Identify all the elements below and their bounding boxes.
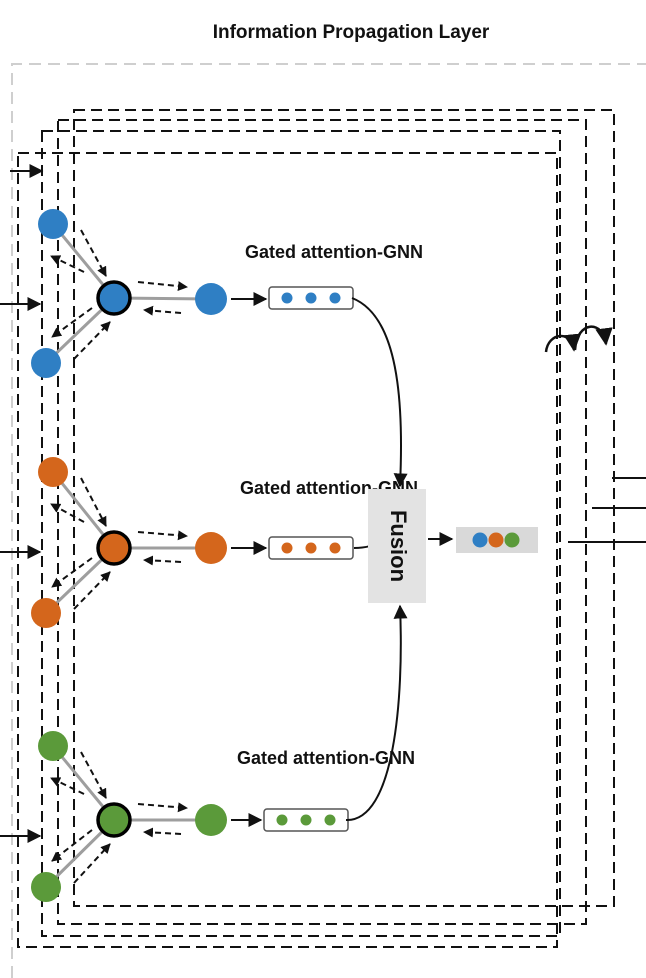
embedding-dot <box>329 292 341 304</box>
gnn-label: Gated attention-GNN <box>245 242 423 262</box>
diagram-title: Information Propagation Layer <box>213 22 490 43</box>
message-arrow <box>143 827 182 838</box>
neighbor-node <box>31 348 61 378</box>
neighbor-node <box>38 731 68 761</box>
message-arrow <box>73 843 111 884</box>
fused-dot <box>488 532 504 548</box>
neighbor-node <box>38 209 68 239</box>
embedding-dot <box>281 292 293 304</box>
fusion-input-arrow <box>351 297 408 488</box>
input-arrows <box>0 164 44 843</box>
fused-dot <box>472 532 488 548</box>
embedding-dot <box>324 814 336 826</box>
message-arrow <box>73 571 111 610</box>
gnn-branches: Gated attention-GNN Gated attention-GNN Ga… <box>31 209 423 902</box>
embedding-dot <box>305 292 317 304</box>
message-arrow <box>80 229 107 277</box>
embedding-dot <box>329 542 341 554</box>
aggregated-node <box>195 804 227 836</box>
message-arrow <box>51 557 93 588</box>
neighbor-node <box>31 872 61 902</box>
fusion-input-arrow <box>345 604 408 822</box>
message-arrow <box>143 305 182 316</box>
embedding-dot <box>300 814 312 826</box>
neighbor-node <box>38 457 68 487</box>
message-arrow <box>50 255 85 273</box>
center-node <box>96 802 132 838</box>
message-arrow <box>143 555 182 566</box>
message-arrow <box>51 307 93 338</box>
neighbor-node <box>31 598 61 628</box>
outer-layer-frame <box>11 63 646 978</box>
message-arrow <box>51 829 93 862</box>
message-arrow <box>137 281 188 292</box>
fusion-block: Fusion <box>368 489 426 603</box>
message-arrow <box>137 802 188 813</box>
gnn-branch: Gated attention-GNN <box>31 209 423 488</box>
message-arrow <box>50 503 85 523</box>
message-arrow <box>80 751 107 799</box>
curved-arrow-icon <box>573 325 613 351</box>
aggregated-node <box>195 283 227 315</box>
embedding-dot <box>281 542 293 554</box>
layer-frame-2 <box>41 130 561 937</box>
layer-frame-3 <box>57 119 587 925</box>
recurrent-arrows <box>544 325 613 353</box>
curved-arrow-icon <box>544 333 582 353</box>
fusion-box <box>368 489 426 603</box>
center-node <box>96 530 132 566</box>
embedding-dot <box>305 542 317 554</box>
gnn-branch: Gated attention-GNN <box>31 457 418 628</box>
message-arrow <box>50 777 85 795</box>
layer-frame-1 <box>17 152 558 948</box>
message-arrow <box>73 321 111 360</box>
message-arrow <box>137 530 188 541</box>
aggregated-node <box>195 532 227 564</box>
gnn-branch: Gated attention-GNN <box>31 604 415 902</box>
gnn-label: Gated attention-GNN <box>237 748 415 768</box>
center-node <box>96 280 132 316</box>
fusion-label: Fusion <box>386 510 411 582</box>
message-arrow <box>80 477 107 527</box>
output-lines <box>568 477 646 543</box>
fused-vector <box>456 527 538 553</box>
layer-frame-4 <box>73 109 615 907</box>
embedding-dot <box>276 814 288 826</box>
fused-dot <box>504 532 520 548</box>
